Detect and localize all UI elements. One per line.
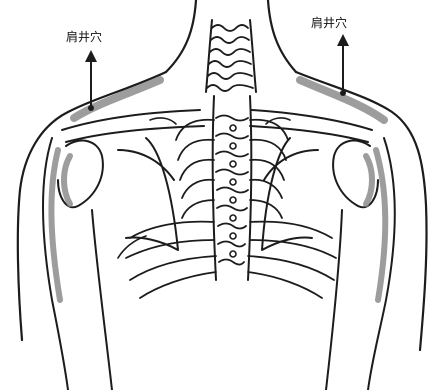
spine-left-edge — [213, 96, 216, 280]
rib-right — [248, 256, 334, 280]
rib-right — [248, 272, 322, 298]
vertebra — [216, 170, 248, 175]
right-acupoint-marker — [340, 90, 346, 96]
vertebra — [219, 260, 244, 265]
vertebra — [216, 116, 248, 121]
rib-left — [182, 180, 214, 198]
cervical-vertebra-line — [212, 25, 248, 31]
vertebra — [217, 206, 247, 211]
rib-left — [180, 160, 214, 180]
right-humeral-shadow — [366, 156, 372, 204]
neck-right-line — [268, 0, 296, 72]
spinous-process — [230, 161, 236, 167]
rib-right — [250, 120, 288, 140]
rib-left — [176, 120, 214, 140]
rib-right — [250, 180, 282, 198]
cervical-spine — [206, 20, 256, 92]
right-arrow-head — [337, 34, 349, 46]
right-scapula — [262, 138, 312, 250]
right-torso-line — [326, 210, 342, 390]
left-humeral-shadow — [64, 156, 70, 204]
body-outline — [18, 0, 427, 390]
vertebra — [217, 188, 248, 193]
left-torso-line — [92, 210, 112, 390]
cervical-vertebra-line — [207, 85, 253, 91]
cervical-right-edge — [250, 20, 256, 92]
left-scapula — [126, 138, 178, 250]
rib-left — [126, 240, 214, 258]
cervical-left-edge — [206, 20, 212, 92]
cervical-vertebra-line — [208, 73, 252, 79]
spinous-process — [230, 233, 236, 239]
spine-right-edge — [248, 96, 251, 280]
cervical-vertebra-line — [209, 61, 251, 67]
spinous-process — [230, 215, 236, 221]
spinous-process — [230, 251, 236, 257]
cervical-vertebra-line — [211, 37, 249, 43]
vertebra — [216, 152, 248, 157]
right-acupoint-label: 肩井穴 — [311, 15, 347, 30]
thoracic-spine — [213, 96, 252, 280]
left-arrow-head — [85, 50, 97, 62]
left-acupoint-label: 肩井穴 — [66, 29, 102, 44]
spinous-process — [230, 143, 236, 149]
shoulder-girdle — [58, 110, 378, 250]
rib-left — [140, 272, 216, 298]
spinous-process — [230, 179, 236, 185]
left-scapular-spine-notch — [150, 118, 176, 124]
cervical-vertebra-line — [210, 49, 250, 55]
spinous-process — [230, 125, 236, 131]
vertebra — [216, 134, 248, 139]
rib-left — [130, 222, 214, 238]
rib-left — [178, 140, 214, 160]
ribs — [118, 120, 336, 298]
vertebra — [218, 224, 246, 229]
left-arm-shadow — [51, 150, 60, 300]
neck-left-line — [166, 0, 196, 72]
vertebrae — [216, 116, 248, 265]
right-shoulder-outline — [296, 72, 427, 350]
right-arm-shadow — [376, 150, 385, 300]
vertebra — [218, 242, 245, 247]
rib-right — [250, 140, 286, 160]
spinous-process — [230, 197, 236, 203]
left-acupoint-marker — [88, 105, 94, 111]
right-clavicle-lower — [250, 126, 368, 142]
rib-left — [130, 256, 216, 280]
left-shoulder-shadow — [74, 80, 160, 118]
rib-left — [182, 200, 214, 218]
